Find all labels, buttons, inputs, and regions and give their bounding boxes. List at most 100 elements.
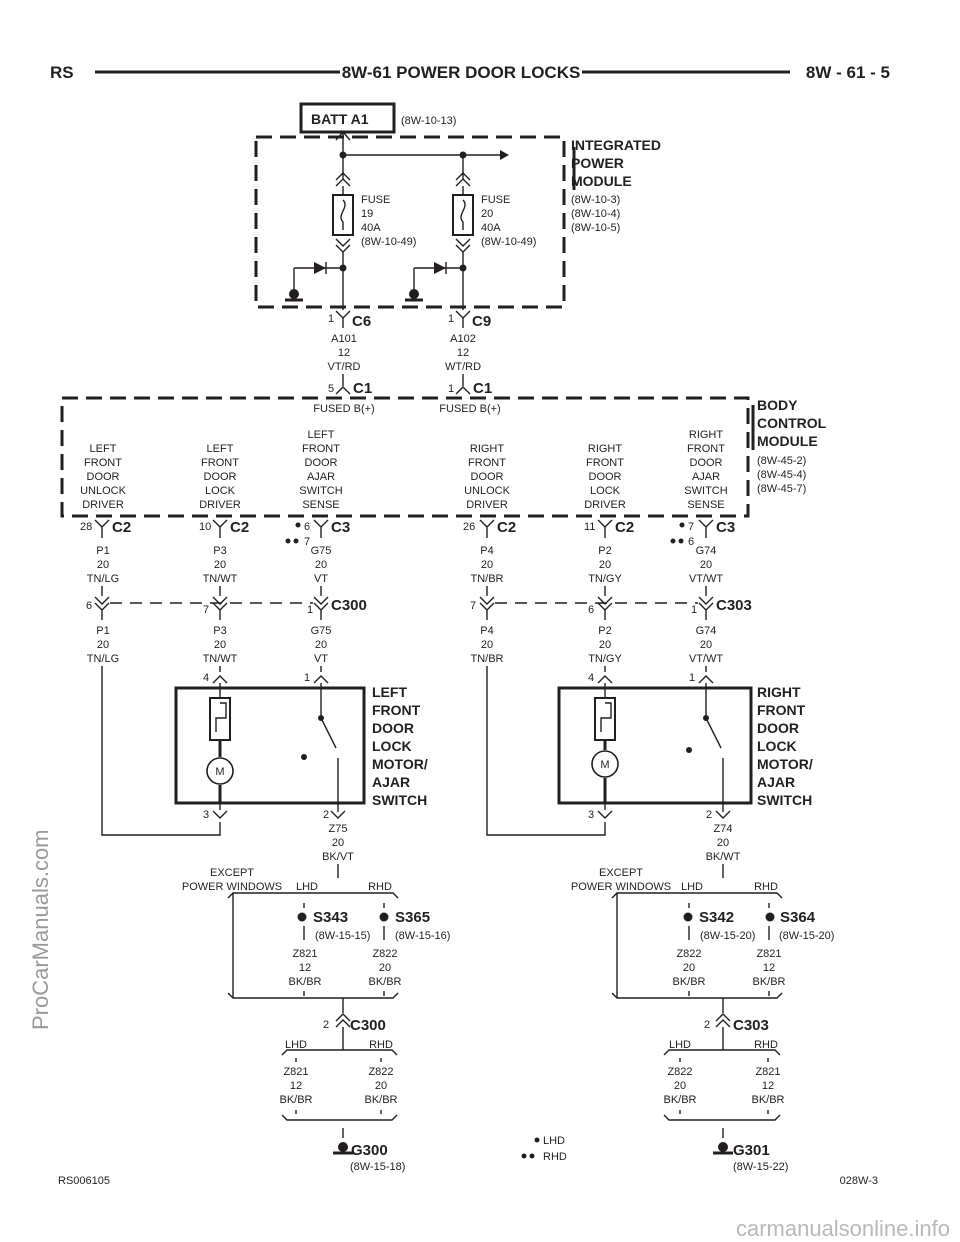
batt-label: BATT A1: [311, 111, 369, 127]
footer-code: RS006105: [58, 1175, 110, 1187]
a101-code: A101: [331, 333, 357, 345]
svg-text:DOOR: DOOR: [757, 720, 799, 736]
svg-text:RIGHT: RIGHT: [689, 429, 724, 441]
bcm-function-1: LEFT FRONT DOOR UNLOCK DRIVER: [80, 443, 127, 511]
svg-text:6: 6: [688, 536, 694, 548]
fuse-19-l1: FUSE: [361, 194, 390, 206]
svg-text:20: 20: [375, 1080, 387, 1092]
fuse-20: FUSE 20 40A (8W-10-49): [452, 172, 536, 253]
svg-text:LOCK: LOCK: [757, 738, 797, 754]
svg-text:P4: P4: [480, 545, 493, 557]
a102-color: WT/RD: [445, 361, 481, 373]
svg-text:TN/WT: TN/WT: [203, 573, 238, 585]
svg-text:FRONT: FRONT: [757, 702, 806, 718]
svg-text:G74: G74: [696, 625, 717, 637]
fuse-20-ref: (8W-10-49): [481, 236, 536, 248]
svg-text:Z821: Z821: [756, 948, 781, 960]
svg-text:26: 26: [463, 521, 475, 533]
header-page-number: 8W - 61 - 5: [806, 63, 890, 82]
svg-text:(8W-15-20): (8W-15-20): [700, 930, 755, 942]
c9-name: C9: [472, 313, 491, 330]
header-title: 8W-61 POWER DOOR LOCKS: [342, 63, 581, 82]
svg-text:POWER WINDOWS: POWER WINDOWS: [182, 881, 282, 893]
s365-name: S365: [395, 909, 430, 926]
fuse-20-l2: 20: [481, 208, 493, 220]
svg-text:P1: P1: [96, 545, 109, 557]
svg-text:RIGHT: RIGHT: [757, 684, 801, 700]
svg-text:MOTOR/: MOTOR/: [757, 756, 813, 772]
svg-text:AJAR: AJAR: [692, 471, 720, 483]
bcm-name-3: MODULE: [757, 433, 818, 449]
bcm-in-2-label: FUSED B(+): [439, 403, 500, 415]
svg-text:VT: VT: [314, 653, 328, 665]
a102-code: A102: [450, 333, 476, 345]
svg-text:RHD: RHD: [754, 1039, 778, 1051]
svg-text:12: 12: [299, 962, 311, 974]
diode-2: [405, 262, 467, 302]
left-motor-m: M: [215, 766, 224, 778]
svg-text:3: 3: [588, 809, 594, 821]
svg-text:10: 10: [199, 521, 211, 533]
svg-text:20: 20: [599, 639, 611, 651]
svg-text:20: 20: [599, 559, 611, 571]
svg-text:6: 6: [588, 604, 594, 616]
svg-text:TN/BR: TN/BR: [471, 653, 504, 665]
svg-text:DRIVER: DRIVER: [199, 499, 241, 511]
svg-text:VT/WT: VT/WT: [689, 653, 723, 665]
svg-text:RHD: RHD: [369, 1039, 393, 1051]
svg-text:BK/WT: BK/WT: [706, 851, 741, 863]
svg-text:VT/WT: VT/WT: [689, 573, 723, 585]
svg-text:DOOR: DOOR: [204, 471, 237, 483]
svg-text:Z821: Z821: [755, 1066, 780, 1078]
body-control-module: 5 C1 FUSED B(+) 1 C1 FUSED B(+) BODY CON…: [60, 380, 827, 518]
svg-text:BK/BR: BK/BR: [672, 976, 705, 988]
svg-text:TN/BR: TN/BR: [471, 573, 504, 585]
legend: LHD RHD: [521, 1135, 567, 1163]
inline-connector-c303: 7 6 1 C303: [470, 596, 752, 620]
svg-text:C2: C2: [615, 519, 634, 536]
bcm-output-connectors: 28 C2 10 C2 6 7 C3 26 C2 11 C2: [80, 519, 735, 548]
svg-text:FRONT: FRONT: [302, 443, 340, 455]
svg-text:AJAR: AJAR: [757, 774, 795, 790]
bcm-ref-1: (8W-45-2): [757, 455, 806, 467]
svg-text:DRIVER: DRIVER: [82, 499, 124, 511]
svg-text:LHD: LHD: [296, 881, 318, 893]
svg-text:MOTOR/: MOTOR/: [372, 756, 428, 772]
integrated-power-module: INTEGRATED POWER MODULE (8W-10-3) (8W-10…: [254, 130, 661, 310]
svg-text:20: 20: [700, 639, 712, 651]
a101-color: VT/RD: [328, 361, 361, 373]
svg-text:EXCEPT: EXCEPT: [210, 867, 254, 879]
svg-text:SWITCH: SWITCH: [684, 485, 727, 497]
bcm-name-1: BODY: [757, 397, 798, 413]
c300-ground-name: C300: [350, 1017, 386, 1034]
svg-text:SWITCH: SWITCH: [757, 792, 812, 808]
svg-text:12: 12: [290, 1080, 302, 1092]
svg-text:7: 7: [688, 521, 694, 533]
svg-text:1: 1: [307, 604, 313, 616]
svg-text:2: 2: [706, 809, 712, 821]
svg-text:DOOR: DOOR: [589, 471, 622, 483]
bcm-function-5: RIGHT FRONT DOOR LOCK DRIVER: [584, 443, 626, 511]
svg-text:(8W-15-15): (8W-15-15): [315, 930, 370, 942]
svg-text:7: 7: [203, 604, 209, 616]
svg-text:DOOR: DOOR: [690, 457, 723, 469]
left-ground-network: EXCEPT POWER WINDOWS LHD RHD S343 S365 (…: [182, 867, 451, 1173]
svg-text:20: 20: [315, 639, 327, 651]
ipm-name-1: INTEGRATED: [571, 137, 661, 153]
bcm-name-2: CONTROL: [757, 415, 827, 431]
svg-text:P2: P2: [598, 545, 611, 557]
svg-text:FRONT: FRONT: [201, 457, 239, 469]
svg-text:SWITCH: SWITCH: [299, 485, 342, 497]
bcm-out-1: 28 C2: [80, 519, 131, 538]
svg-text:DOOR: DOOR: [471, 471, 504, 483]
fuse-20-l3: 40A: [481, 222, 501, 234]
svg-text:(8W-15-22): (8W-15-22): [733, 1161, 788, 1173]
svg-text:DOOR: DOOR: [87, 471, 120, 483]
svg-text:C2: C2: [112, 519, 131, 536]
bcm-function-3: LEFT FRONT DOOR AJAR SWITCH SENSE: [299, 429, 342, 511]
bottom-watermark: carmanualsonline.info: [736, 1216, 950, 1241]
svg-text:VT: VT: [314, 573, 328, 585]
svg-text:(8W-15-18): (8W-15-18): [350, 1161, 405, 1173]
svg-text:UNLOCK: UNLOCK: [80, 485, 127, 497]
svg-text:G75: G75: [311, 545, 332, 557]
